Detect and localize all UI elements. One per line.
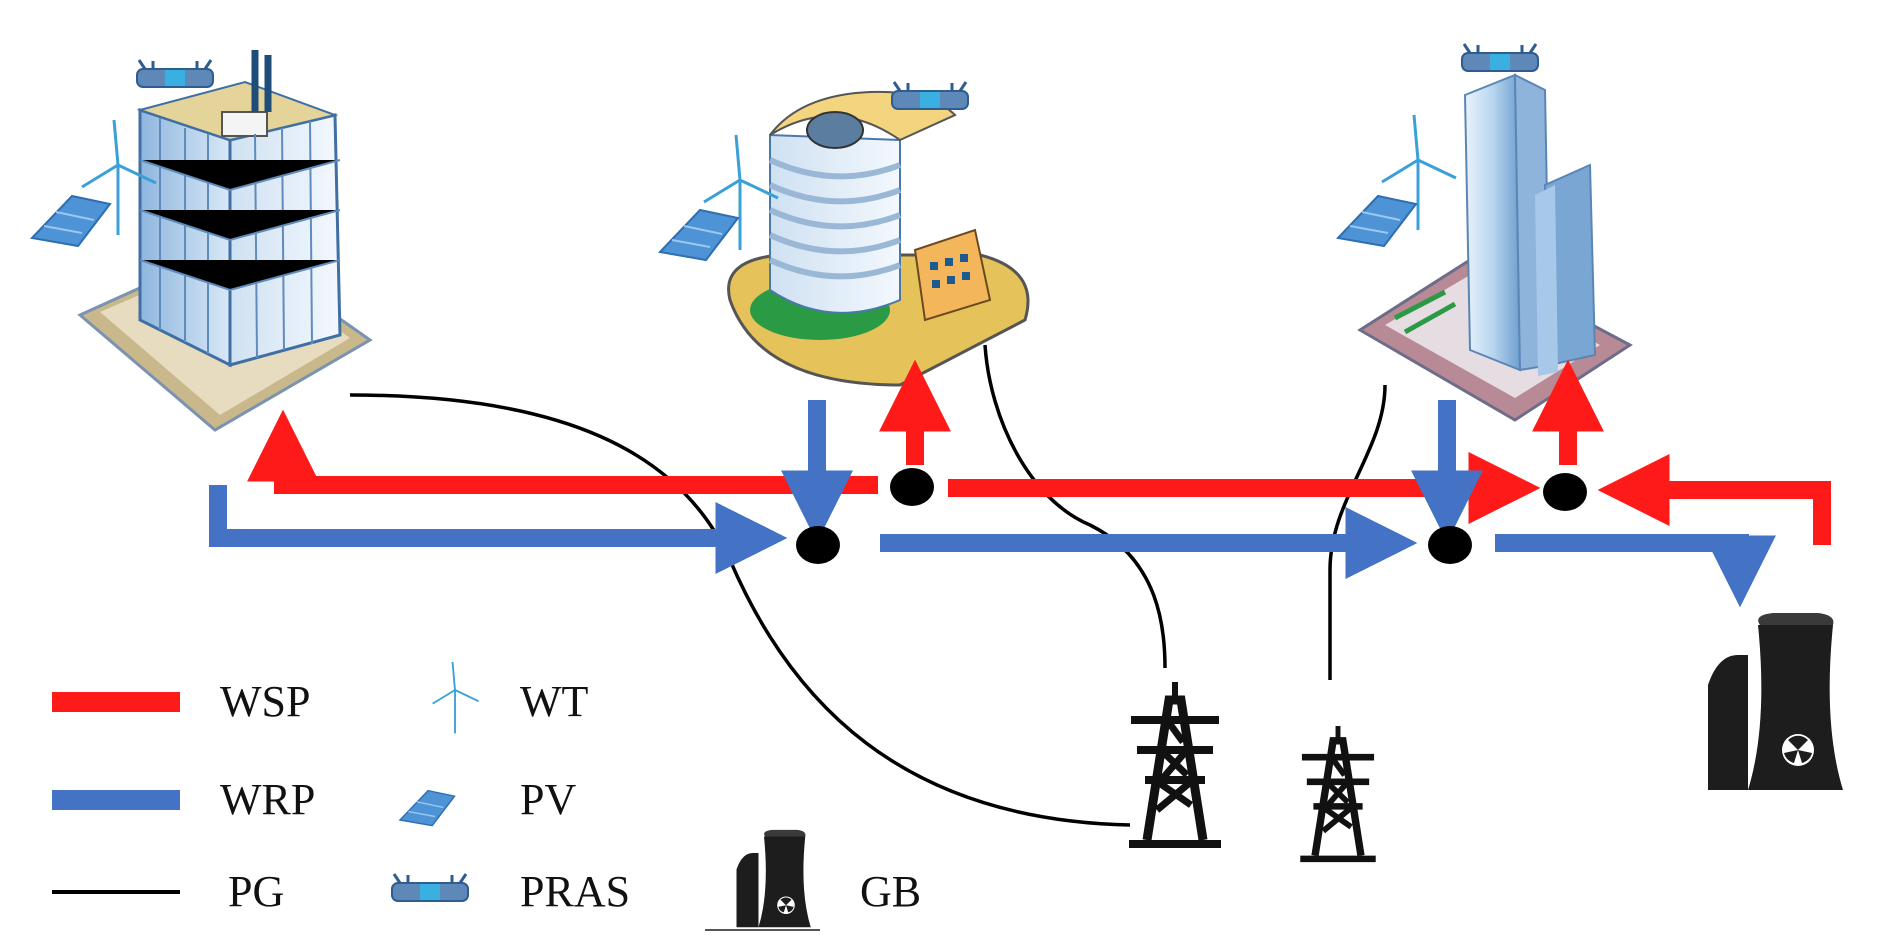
- wsp-pipes: [247, 359, 1831, 545]
- pras-unit-icon: [1460, 42, 1540, 73]
- solar-panel-icon: [31, 195, 111, 247]
- pras-unit-icon: [135, 58, 215, 89]
- solar-panel-icon: [399, 789, 456, 827]
- round-tower-building-icon: [727, 90, 1030, 387]
- junctions: [796, 468, 1587, 564]
- pg-line-1: [349, 393, 1131, 827]
- junction-node: [890, 468, 934, 506]
- legend-gb-label: GB: [860, 867, 921, 916]
- junction-node: [796, 526, 840, 564]
- pg-line-3: [1328, 384, 1387, 680]
- junction-node: [1428, 526, 1472, 564]
- legend: WSP WRP PG WT PV PRAS GB: [52, 661, 921, 931]
- wrp-pipes: [209, 400, 1776, 608]
- pg-lines: [349, 344, 1387, 827]
- wsp-pipe-from-plant: [1597, 454, 1831, 545]
- legend-pv-label: PV: [520, 775, 576, 824]
- solar-panel-icon: [1337, 195, 1417, 247]
- legend-wsp-label: WSP: [220, 677, 310, 726]
- pras-unit-icon: [390, 872, 470, 903]
- cooling-tower-plant-icon: [1708, 613, 1843, 790]
- wind-turbine-icon: [431, 661, 480, 735]
- solar-panel-icon: [659, 209, 739, 261]
- skyscraper-icon: [1357, 73, 1633, 422]
- office-building-icon: [77, 50, 373, 432]
- transmission-tower-icon: [1129, 682, 1221, 844]
- legend-pras-label: PRAS: [520, 867, 630, 916]
- wrp-pipe-to-plant: [1495, 534, 1776, 608]
- wrp-pipe-from-b1: [209, 485, 788, 574]
- junction-node: [1543, 473, 1587, 511]
- legend-wrp-label: WRP: [220, 775, 315, 824]
- legend-wt-label: WT: [520, 677, 589, 726]
- wsp-pipe-to-b1: [247, 409, 878, 494]
- pras-unit-icon: [890, 80, 970, 111]
- cooling-tower-plant-icon: [736, 829, 811, 928]
- pg-line-2: [983, 344, 1167, 669]
- legend-pg-label: PG: [228, 867, 284, 916]
- transmission-tower-icon: [1300, 726, 1375, 859]
